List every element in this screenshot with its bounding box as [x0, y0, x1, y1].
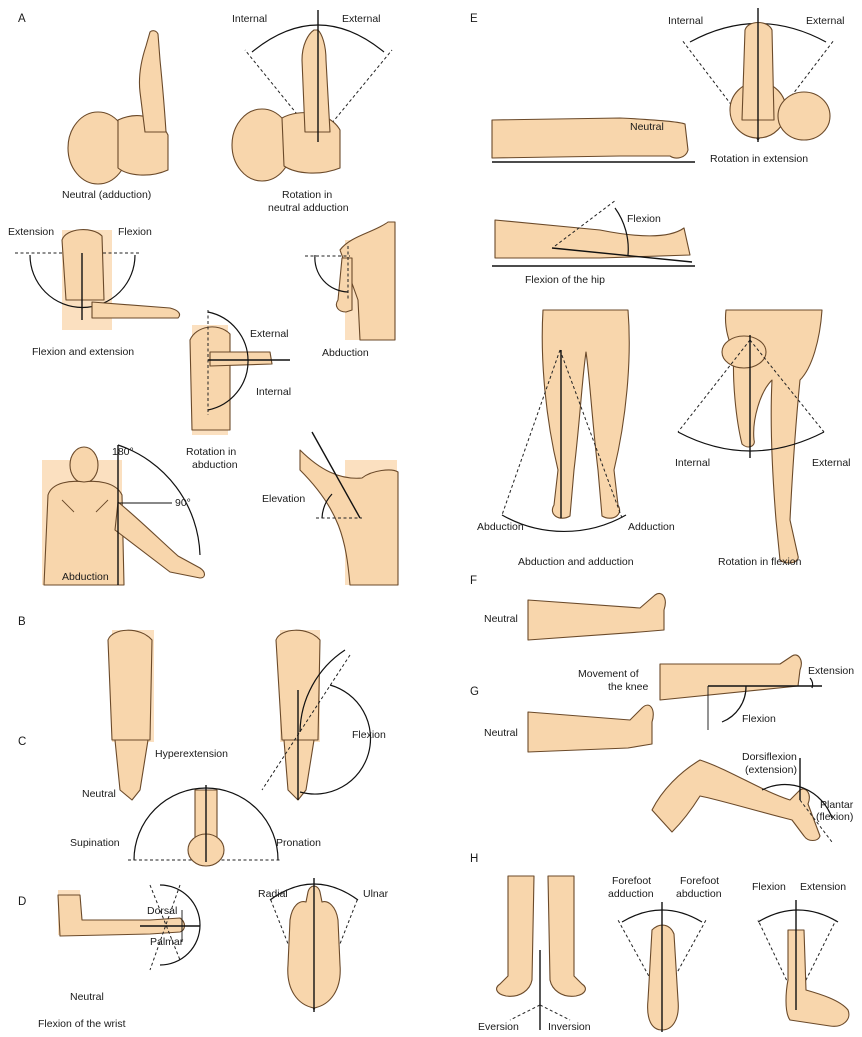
external-label-a2: External: [342, 13, 381, 25]
internal-label-e1: Internal: [668, 15, 703, 27]
shoulder-rotation-neutral-illustration: [232, 10, 392, 181]
section-d-label: D: [18, 896, 26, 908]
external-label-a5: External: [250, 328, 289, 340]
ulnar-label: Ulnar: [363, 888, 389, 900]
knee-movement-illustration: [660, 655, 822, 730]
radial-label: Radial: [258, 888, 288, 900]
forearm-pronation-supination-illustration: [128, 785, 282, 866]
shoulder-elevation-illustration: [300, 432, 398, 585]
flexion-and-extension-label: Flexion and extension: [32, 346, 134, 358]
eversion-label: Eversion: [478, 1021, 519, 1033]
extension-label-a3: Extension: [8, 226, 54, 238]
ankle-dorsiflexion-plantar-illustration: [652, 758, 832, 842]
forefoot-abduction-2-label: abduction: [676, 888, 722, 900]
section-g-label: G: [470, 686, 479, 698]
rotation-in-label-a2: Rotation in: [282, 189, 332, 201]
section-e-label: E: [470, 13, 478, 25]
dorsal-label: Dorsal: [147, 905, 177, 917]
neutral-adduction-label-a2: neutral adduction: [268, 202, 349, 214]
rotation-in-flexion-label: Rotation in flexion: [718, 556, 802, 568]
flexion-label-h: Flexion: [752, 881, 786, 893]
elbow-flexion-illustration: [262, 630, 371, 800]
movement-of-label: Movement of: [578, 668, 639, 680]
plantar-label: Plantar: [820, 799, 854, 811]
elevation-label: Elevation: [262, 493, 305, 505]
hip-flexion-illustration: [492, 200, 695, 266]
forefoot-adduction-abduction-illustration: [618, 902, 706, 1032]
ankle-neutral-illustration: [528, 705, 653, 752]
neutral-label-e: Neutral: [630, 121, 664, 133]
hip-abduction-adduction-illustration: [502, 310, 629, 531]
internal-label-a2: Internal: [232, 13, 267, 25]
neutral-label-b: Neutral: [82, 788, 116, 800]
forefoot-adduction-1-label: Forefoot: [612, 875, 651, 887]
internal-label-e2: Internal: [675, 457, 710, 469]
abduction-label-a4: Abduction: [322, 347, 369, 359]
wrist-flexion-illustration: [58, 885, 200, 970]
flexion-label-f: Flexion: [742, 713, 776, 725]
dorsiflexion-label: Dorsiflexion: [742, 751, 797, 763]
neutral-label-f: Neutral: [484, 613, 518, 625]
abduction-label-e: Abduction: [477, 521, 524, 533]
hip-rotation-flexion-illustration: [678, 310, 824, 563]
section-h-label: H: [470, 853, 478, 865]
rotation-in-label-a5: Rotation in: [186, 446, 236, 458]
shoulder-flexion-extension-illustration: [15, 230, 180, 330]
flexion-of-the-wrist-label: Flexion of the wrist: [38, 1018, 126, 1030]
section-b-label: B: [18, 616, 26, 628]
palmar-label: Palmar: [150, 936, 184, 948]
neutral-label-g: Neutral: [484, 727, 518, 739]
section-a-label: A: [18, 13, 26, 25]
neutral-adduction-label: Neutral (adduction): [62, 189, 151, 201]
flexion-label-e: Flexion: [627, 213, 661, 225]
adduction-label-e: Adduction: [628, 521, 675, 533]
inversion-label: Inversion: [548, 1021, 591, 1033]
neutral-label-d: Neutral: [70, 991, 104, 1003]
shoulder-abduction-illustration: [305, 222, 395, 340]
external-label-e2: External: [812, 457, 851, 469]
section-c-label: C: [18, 736, 26, 748]
internal-label-a5: Internal: [256, 386, 291, 398]
hip-neutral-illustration: [492, 118, 695, 162]
deg-180-label: 180°: [112, 446, 134, 458]
flexion-paren-label: (flexion): [816, 811, 853, 823]
flexion-of-the-hip-label: Flexion of the hip: [525, 274, 605, 286]
elbow-hyperextension-illustration: [108, 630, 154, 800]
extension-label-h: Extension: [800, 881, 846, 893]
hip-rotation-extension-illustration: [682, 8, 834, 142]
ankle-flexion-extension-illustration: [758, 900, 849, 1026]
knee-neutral-illustration: [528, 593, 665, 640]
pronation-label: Pronation: [276, 837, 321, 849]
forefoot-abduction-1-label: Forefoot: [680, 875, 719, 887]
foot-eversion-inversion-illustration: [497, 876, 586, 1030]
supination-label: Supination: [70, 837, 120, 849]
the-knee-label: the knee: [608, 681, 648, 693]
extension-paren-label: (extension): [745, 764, 797, 776]
forefoot-adduction-2-label: adduction: [608, 888, 654, 900]
shoulder-neutral-illustration: [68, 31, 168, 184]
flexion-label-a3: Flexion: [118, 226, 152, 238]
external-label-e1: External: [806, 15, 845, 27]
flexion-label-b: Flexion: [352, 729, 386, 741]
extension-label-f: Extension: [808, 665, 854, 677]
abduction-label-a5: abduction: [192, 459, 238, 471]
abduction-label-a6: Abduction: [62, 571, 109, 583]
hyperextension-label: Hyperextension: [155, 748, 228, 760]
section-f-label: F: [470, 575, 477, 587]
abduction-and-adduction-label: Abduction and adduction: [518, 556, 634, 568]
shoulder-abduction-back-illustration: [42, 445, 205, 585]
deg-90-label: 90°: [175, 497, 191, 509]
rotation-in-extension-label: Rotation in extension: [710, 153, 808, 165]
